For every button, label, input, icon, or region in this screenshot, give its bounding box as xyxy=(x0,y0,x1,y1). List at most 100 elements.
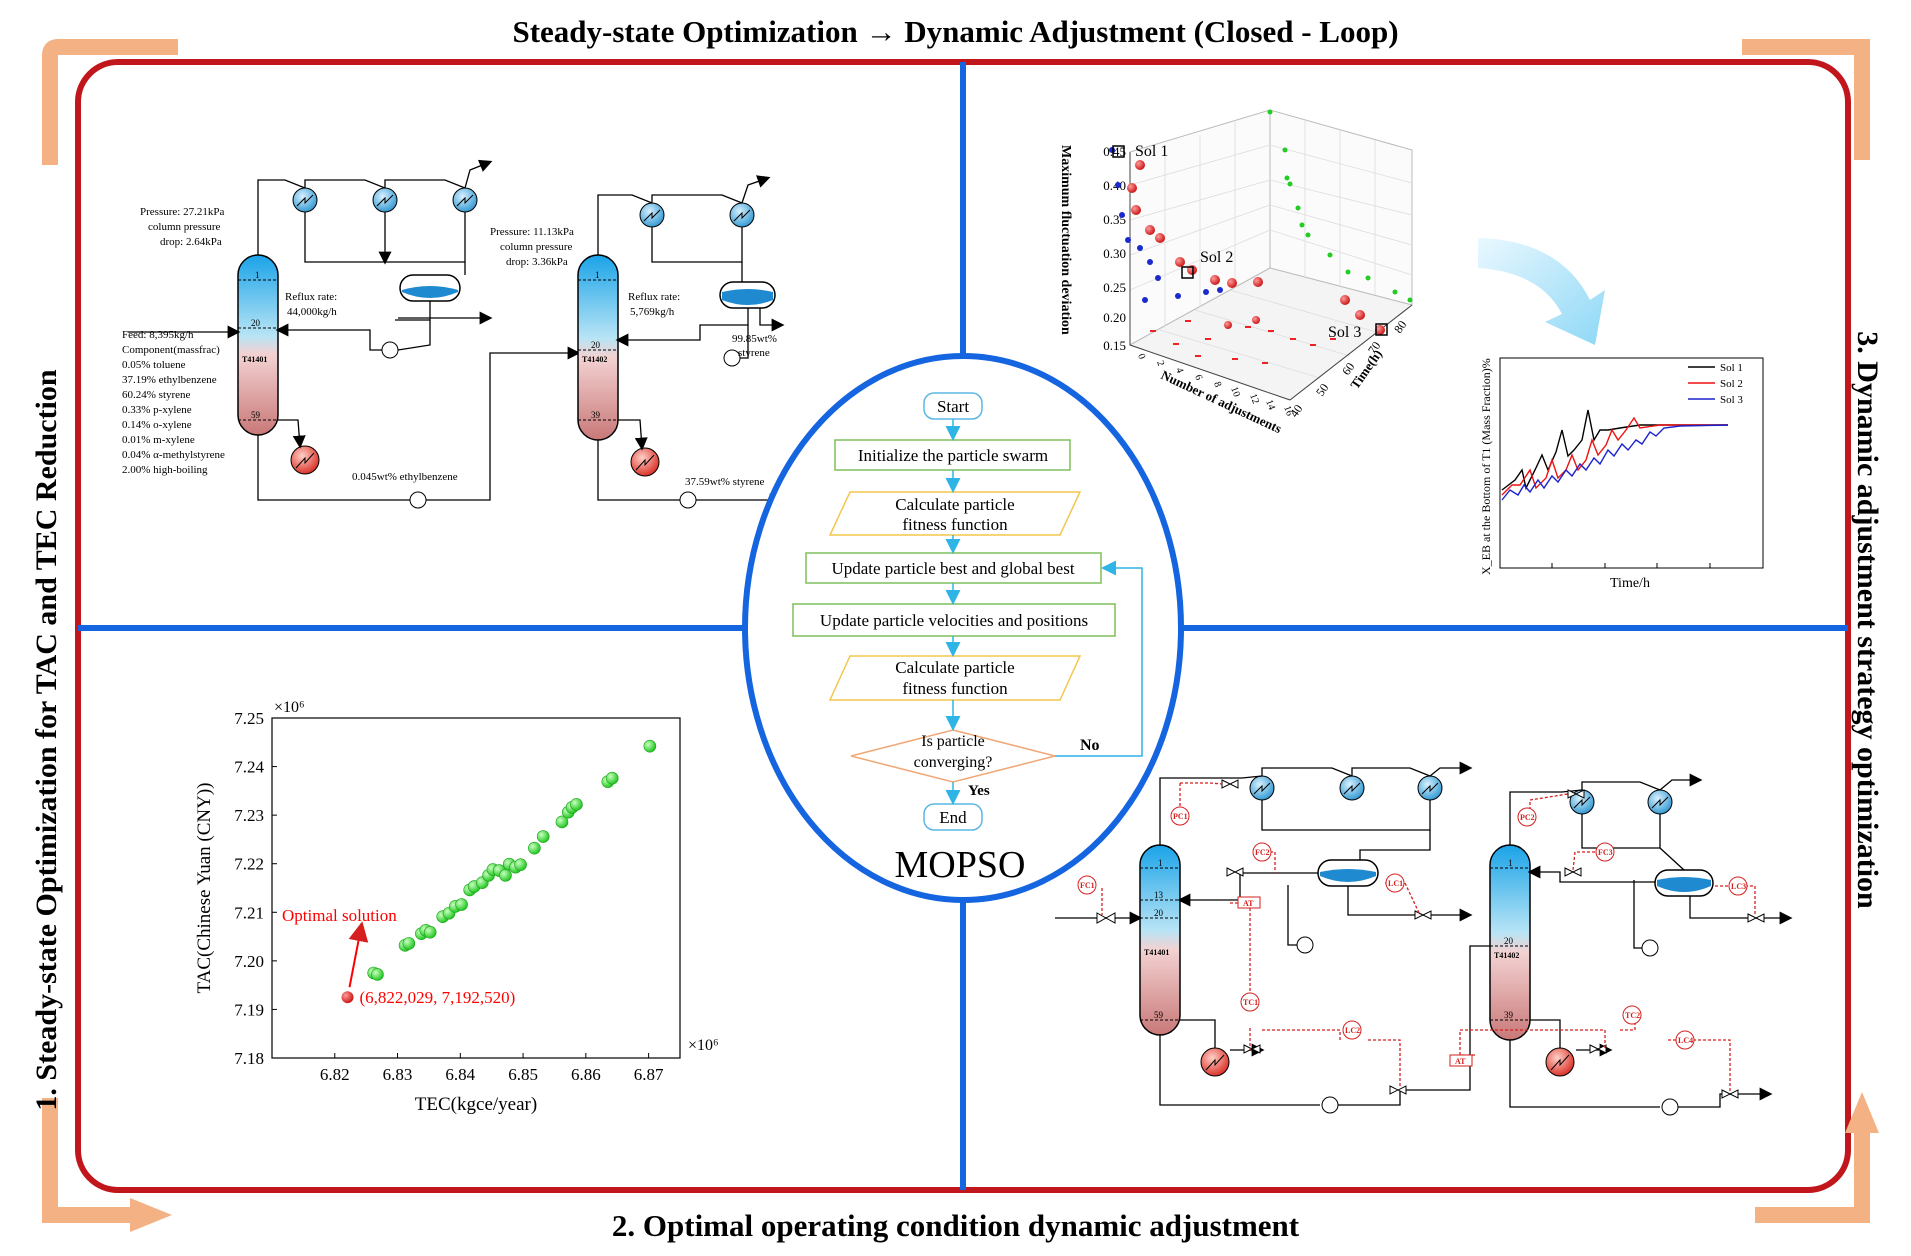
col2-reflux-line1: Reflux rate: xyxy=(628,291,680,303)
right-title: 3. Dynamic adjustment strategy optimizat… xyxy=(1851,331,1884,909)
pt-blue xyxy=(1203,289,1209,295)
x-tick-8: 16 xyxy=(1281,404,1295,417)
dyn-legend-sol3: Sol 3 xyxy=(1720,394,1743,406)
scatter-point xyxy=(455,898,468,911)
ctrl-pc2 xyxy=(1517,807,1537,827)
chart-xlabel: TEC(kgce/year) xyxy=(415,1094,537,1115)
pt-red xyxy=(1210,275,1220,285)
dyn-ylabel: X_EB at the Bottom of T1 (Mass Fraction)… xyxy=(1479,358,1493,575)
ctrl-at1-label: AT xyxy=(1243,899,1254,908)
z-tick-3: 0.30 xyxy=(1103,246,1126,261)
pt-green xyxy=(1327,252,1333,258)
pump-2b-icon xyxy=(679,491,697,509)
col2-reflux-line2: 5,769kg/h xyxy=(630,306,675,318)
ctrl-fc3 xyxy=(1595,842,1615,862)
pt-green xyxy=(1299,222,1305,228)
z-tick-4: 0.25 xyxy=(1103,280,1126,295)
col1-pressure-line3: drop: 2.64kPa xyxy=(160,236,222,248)
ctrl-fc2 xyxy=(1252,842,1272,862)
z-tick-0: 0.45 xyxy=(1103,144,1126,159)
pt-green xyxy=(1284,175,1290,181)
feed-line-7: 0.01% m-xylene xyxy=(122,434,195,446)
ctrl-fc1 xyxy=(1077,875,1097,895)
z-tick-5: 0.20 xyxy=(1103,310,1126,325)
x-tick-label: 6.82 xyxy=(320,1065,350,1084)
fc-end-text: End xyxy=(939,808,967,827)
pt-blue xyxy=(1115,182,1121,188)
pt-red xyxy=(1145,225,1155,235)
ctrl-column-t41401 xyxy=(1139,844,1181,1036)
pt-blue xyxy=(1142,297,1148,303)
fc-calc2 xyxy=(828,655,1082,701)
scatter-point xyxy=(371,968,384,981)
sol3-marker xyxy=(1375,323,1388,336)
col1-tray-59: 59 xyxy=(251,410,261,420)
valve-icon xyxy=(1243,1044,1261,1054)
fc-update-best-text: Update particle best and global best xyxy=(831,559,1074,578)
pareto-3d-scatter: 0.45 0.40 0.35 0.30 0.25 0.20 0.15 Maxim… xyxy=(1058,109,1605,436)
valves xyxy=(1096,779,1765,1099)
sol1-label: Sol 1 xyxy=(1135,143,1168,160)
ctrl-at2 xyxy=(1449,1054,1473,1067)
ctrl-pc1 xyxy=(1170,806,1190,826)
dyn-legend-sol2: Sol 2 xyxy=(1720,378,1743,390)
corner-arrow-top-left xyxy=(42,39,178,165)
scatter-point xyxy=(570,798,583,811)
column-t41401 xyxy=(237,254,279,436)
corner-arrow-top-right xyxy=(1742,39,1870,160)
pt-red xyxy=(1127,183,1137,193)
x-tick-4: 8 xyxy=(1211,380,1223,388)
page-title: Steady-state Optimization → Dynamic Adju… xyxy=(512,14,1399,49)
valve-icon xyxy=(1096,912,1116,924)
x-multiplier-label: ×10⁶ xyxy=(688,1037,719,1054)
dyn-legend-sol1: Sol 1 xyxy=(1720,362,1743,374)
pt-blue xyxy=(1147,259,1153,265)
scatter-point xyxy=(555,815,569,829)
dyn-xlabel: Time/h xyxy=(1610,576,1650,591)
valve-icon xyxy=(1567,789,1585,799)
x-tick-1: 2 xyxy=(1154,359,1166,367)
ctrl-pump-1a-icon xyxy=(1296,936,1314,954)
pt-blue xyxy=(1119,212,1125,218)
scatter-point xyxy=(536,830,550,843)
floor-red-marks xyxy=(1150,320,1336,364)
z-tick-1: 0.40 xyxy=(1103,178,1126,193)
dyn-plot-frame xyxy=(1499,357,1764,569)
x-tick-label: 6.84 xyxy=(445,1065,475,1084)
dyn-series-sol2 xyxy=(1501,416,1728,496)
ctrl-at2-label: AT xyxy=(1455,1057,1466,1066)
col2-tag: T41402 xyxy=(582,355,607,364)
ctrl-col1-tray-59: 59 xyxy=(1154,1010,1164,1020)
pt-green xyxy=(1365,275,1371,281)
col2-product-line1: 99.85wt% xyxy=(732,333,777,345)
x-tick-label: 6.83 xyxy=(383,1065,413,1084)
x-tick-label: 6.86 xyxy=(571,1065,601,1084)
fc-decision-line1: Is particle xyxy=(921,733,985,750)
fc-decision-line2: converging? xyxy=(914,754,993,771)
scatter-point xyxy=(499,869,512,882)
ctrl-tc2-label: TC2 xyxy=(1625,1011,1640,1020)
feed-line-5: 0.33% p-xylene xyxy=(122,404,192,416)
control-process-diagram: 1 13 20 59 T41401 1 xyxy=(1055,761,1793,1116)
valve-icon xyxy=(1747,913,1765,923)
col2-pressure-line2: column pressure xyxy=(500,241,573,253)
y-multiplier-label: ×10⁶ xyxy=(274,699,305,716)
fc-init-text: Initialize the particle swarm xyxy=(858,446,1048,465)
pt-blue xyxy=(1175,293,1181,299)
ctrl-lc2-label: LC2 xyxy=(1345,1026,1360,1035)
ctrl-lc1 xyxy=(1385,873,1405,893)
dyn-series-sol3 xyxy=(1501,424,1729,501)
pt-green xyxy=(1267,109,1273,115)
fc-calc1 xyxy=(828,491,1082,536)
valve-icon xyxy=(1589,1044,1607,1054)
y-tick-label: 7.19 xyxy=(234,1000,264,1019)
col1-reflux-line1: Reflux rate: xyxy=(285,291,337,303)
col1-tray-1: 1 xyxy=(255,270,260,280)
ctrl-at1 xyxy=(1237,896,1261,909)
valve-icon xyxy=(1721,1089,1739,1099)
ctrl-pc1-label: PC1 xyxy=(1173,812,1188,821)
col2-tray-39: 39 xyxy=(591,410,601,420)
fc-update-vel-text: Update particle velocities and positions xyxy=(820,611,1088,630)
col2-pressure-line1: Pressure: 11.13kPa xyxy=(490,226,574,238)
